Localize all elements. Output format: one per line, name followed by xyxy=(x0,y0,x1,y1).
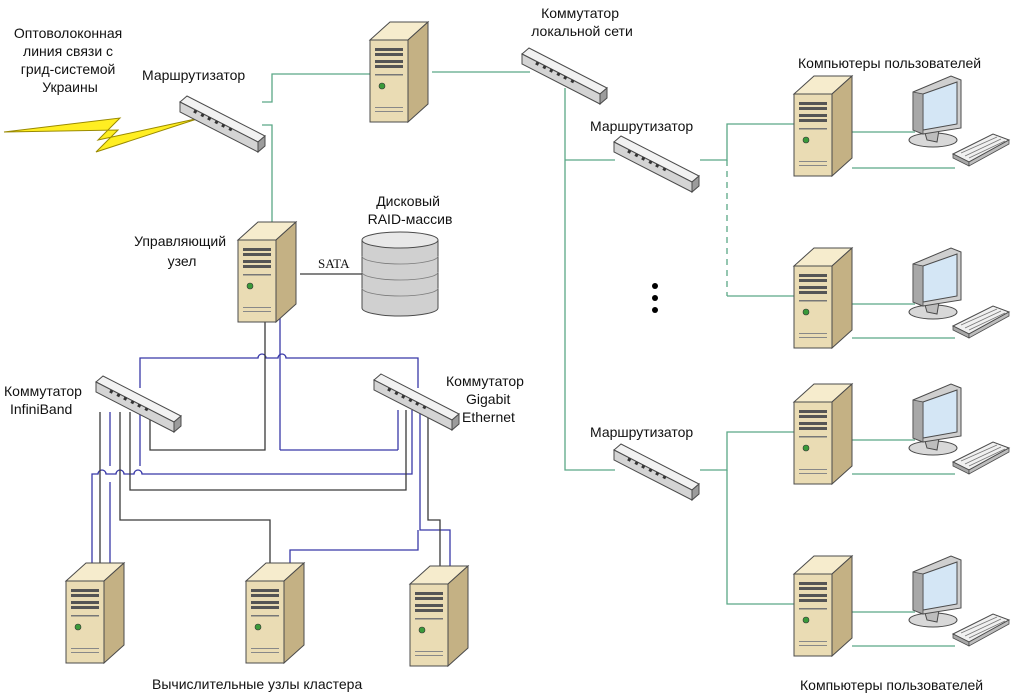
network-switch-icon xyxy=(179,95,266,153)
raid-label: Дисковый RAID-массив xyxy=(368,193,453,227)
router-lower-label: Маршрутизатор xyxy=(590,424,693,440)
network-switch-icon xyxy=(613,135,700,193)
gigabit-ethernet-switch-label: Коммутатор Gigabit Ethernet xyxy=(446,373,528,425)
desktop-computer-icon xyxy=(908,555,1010,647)
router-upper-label: Маршрутизатор xyxy=(590,118,693,134)
network-switch-icon xyxy=(613,443,700,501)
compute-nodes-label: Вычислительные узлы кластера xyxy=(152,676,362,692)
server-tower-icon xyxy=(793,75,853,177)
devices xyxy=(65,21,1010,667)
network-switch-icon xyxy=(95,375,182,433)
lightning-bolt-icon xyxy=(3,117,201,153)
users-top-label: Компьютеры пользователей xyxy=(798,55,981,71)
server-tower-icon xyxy=(65,562,125,664)
labels: Оптоволоконная линия связи с грид-систем… xyxy=(4,5,983,693)
infiniband-switch-label: Коммутатор InfiniBand xyxy=(4,383,86,417)
desktop-computer-icon xyxy=(908,383,1010,475)
wires xyxy=(3,71,955,647)
server-tower-icon xyxy=(409,565,469,667)
ethernet-wires xyxy=(99,318,441,580)
lan-switch-label: Коммутатор локальной сети xyxy=(531,5,633,39)
desktop-computer-icon xyxy=(908,75,1010,167)
control-node-label: Управляющий узел xyxy=(134,233,230,269)
disk-array-icon xyxy=(361,231,439,317)
server-tower-icon xyxy=(369,21,429,123)
lan-wires xyxy=(262,71,955,647)
sata-label: SATA xyxy=(318,256,350,271)
ellipsis-dots xyxy=(652,283,658,313)
server-tower-icon xyxy=(245,562,305,664)
infiniband-wires xyxy=(91,318,451,580)
server-tower-icon xyxy=(793,247,853,349)
router-main-label: Маршрутизатор xyxy=(142,67,245,83)
users-bottom-label: Компьютеры пользователей xyxy=(800,677,983,693)
fiber-line-label: Оптоволоконная линия связи с грид-систем… xyxy=(14,25,126,95)
server-tower-icon xyxy=(237,221,297,323)
server-tower-icon xyxy=(793,383,853,485)
server-tower-icon xyxy=(793,555,853,657)
desktop-computer-icon xyxy=(908,247,1010,339)
